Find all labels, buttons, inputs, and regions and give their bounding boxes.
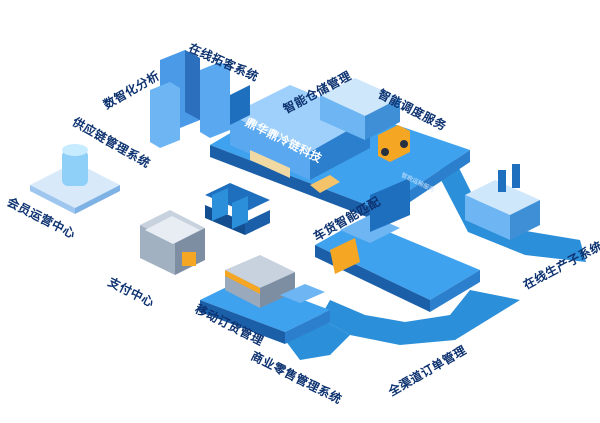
office-towers [150,50,230,148]
factory [465,164,540,240]
vehicle-match-platform [315,178,480,312]
member-ops-platform [30,144,120,214]
server-racks [205,183,270,235]
payment-building [140,210,205,275]
retail-platform [200,255,330,344]
truck-top [320,78,410,162]
road-network [285,150,586,360]
